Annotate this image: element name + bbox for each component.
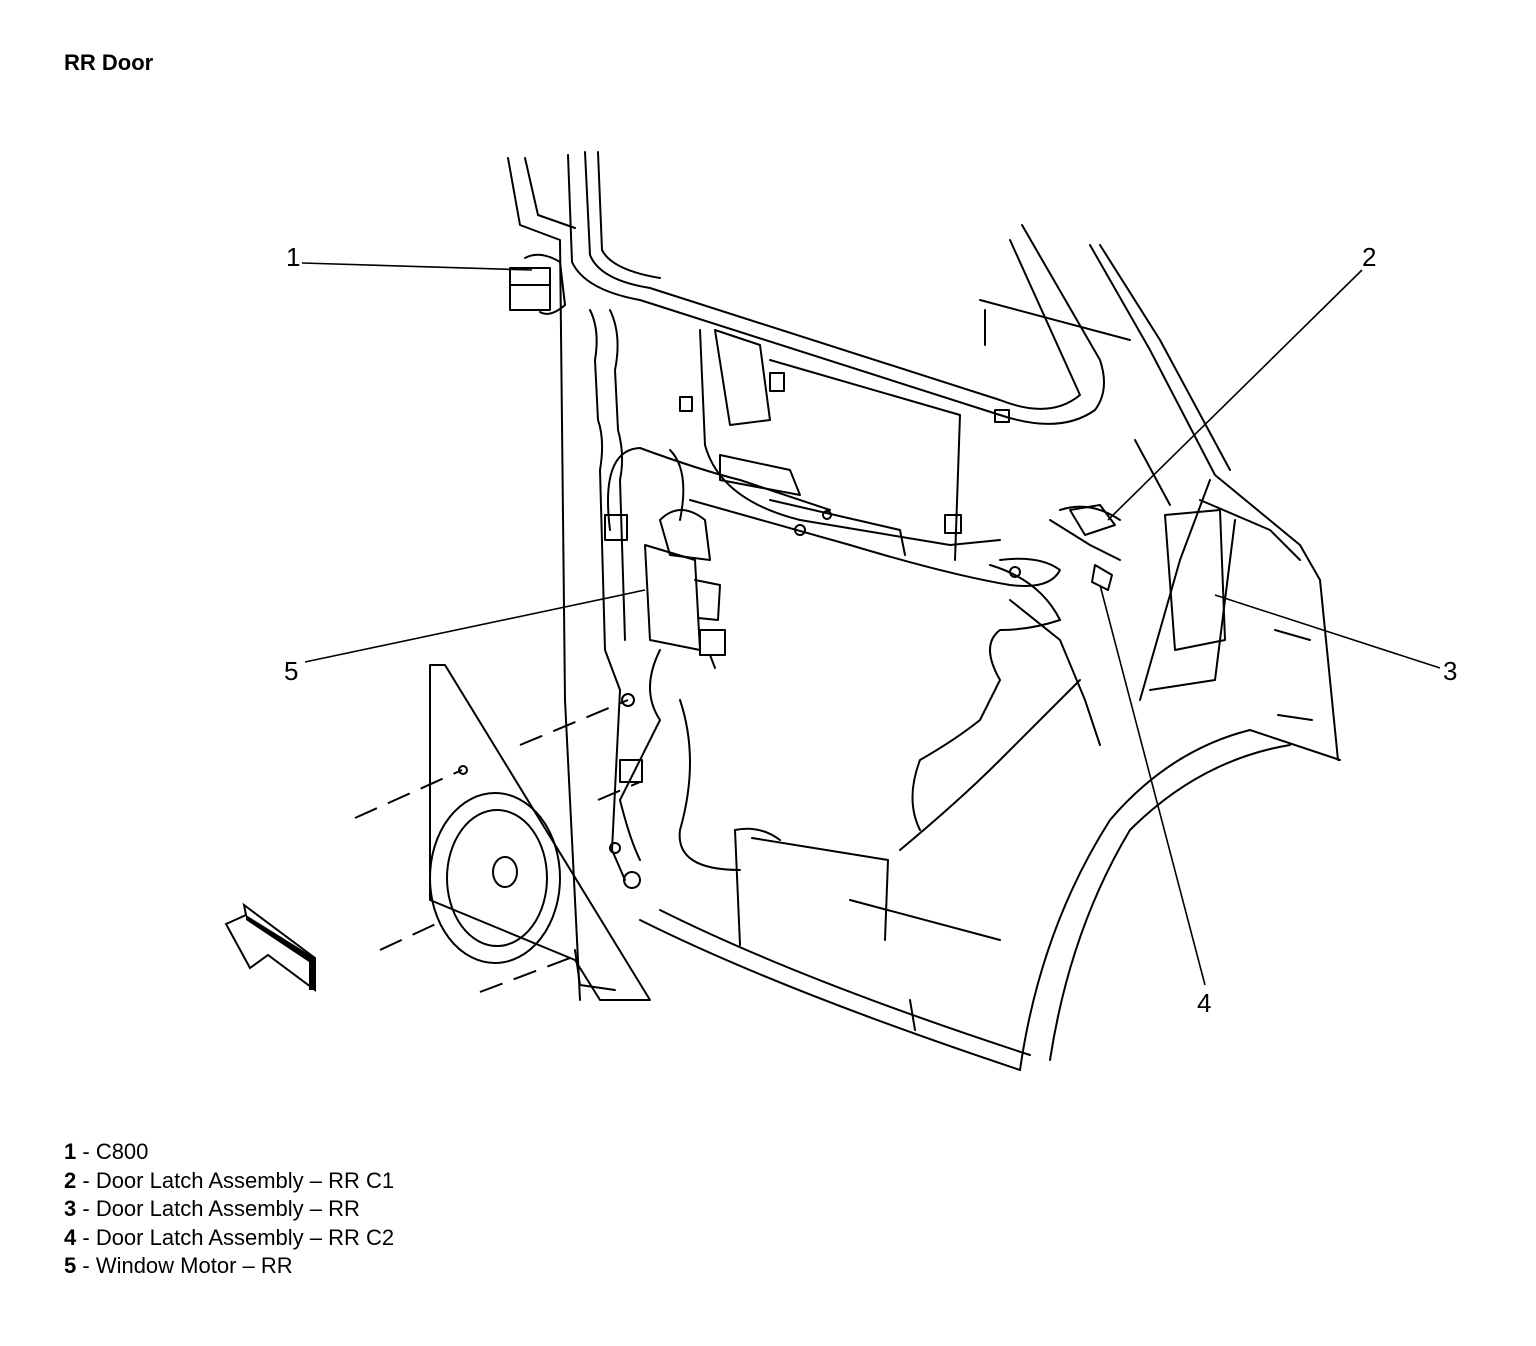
leader-2 — [1107, 269, 1363, 521]
window-motor-shape — [644, 509, 726, 669]
legend-number: 3 — [64, 1196, 77, 1221]
legend-item: 2 - Door Latch Assembly – RR C1 — [64, 1167, 394, 1196]
leader-1 — [301, 262, 533, 271]
c800-connector-shape — [509, 253, 566, 315]
speaker-shape — [429, 664, 651, 1001]
legend-number: 4 — [64, 1224, 77, 1250]
legend-separator: - — [76, 1253, 96, 1278]
small-connectors — [458, 372, 1021, 991]
fastener-dash-lines — [354, 699, 641, 993]
legend-label: Door Latch Assembly – RR — [95, 1196, 360, 1221]
leader-4 — [1099, 584, 1206, 986]
callout-2: 2 — [1362, 242, 1376, 272]
legend-number: 5 — [64, 1253, 77, 1278]
legend-separator: - — [76, 1224, 96, 1250]
legend-separator: - — [76, 1196, 96, 1221]
legend-separator: - — [76, 1139, 96, 1164]
diagram-title: RR Door — [64, 50, 154, 75]
legend-number: 2 — [64, 1167, 77, 1193]
legend-label: C800 — [95, 1139, 149, 1164]
forward-arrow-icon — [224, 902, 316, 992]
legend-label: Window Motor – RR — [95, 1253, 293, 1278]
legend-item: 3 - Door Latch Assembly – RR — [64, 1195, 394, 1224]
callout-leaders — [301, 262, 1441, 986]
wiring-harness — [607, 447, 1121, 871]
leader-5 — [304, 589, 646, 663]
legend-item: 1 - C800 — [64, 1138, 394, 1167]
latch-shape — [1069, 504, 1226, 651]
door-lower-sill — [639, 679, 1341, 1071]
leader-3 — [1214, 594, 1441, 669]
legend: 1 - C800 2 - Door Latch Assembly – RR C1… — [64, 1138, 394, 1281]
callout-5: 5 — [284, 656, 298, 686]
legend-item: 4 - Door Latch Assembly – RR C2 — [64, 1224, 394, 1253]
legend-number: 1 — [64, 1139, 77, 1164]
legend-label: Door Latch Assembly – RR C2 — [95, 1224, 395, 1250]
callout-4: 4 — [1197, 988, 1211, 1018]
legend-separator: - — [76, 1167, 96, 1193]
door-frame — [507, 151, 1339, 1001]
legend-item: 5 - Window Motor – RR — [64, 1252, 394, 1281]
callout-3: 3 — [1443, 656, 1457, 686]
legend-label: Door Latch Assembly – RR C1 — [95, 1167, 395, 1193]
callout-1: 1 — [286, 242, 300, 272]
door-inner-panel — [589, 299, 1313, 881]
